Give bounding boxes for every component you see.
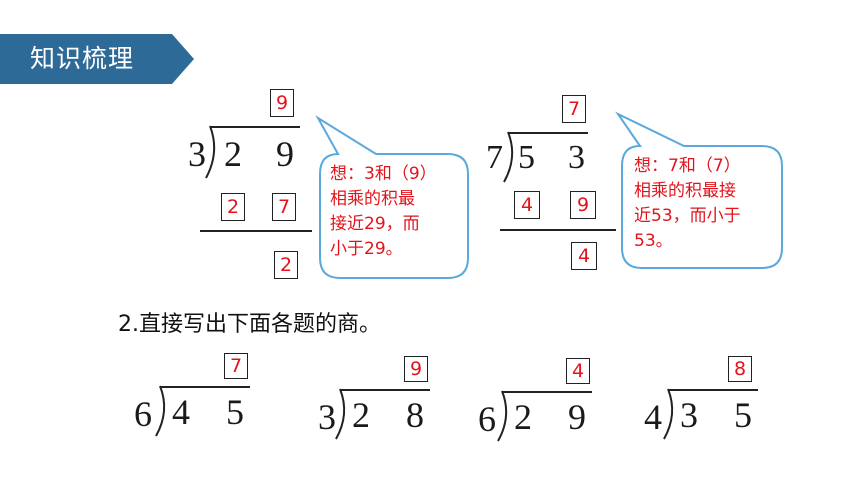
bubble-1-text: 想：3和（9） 相乘的积最 接近29，而 小于29。 — [330, 162, 437, 262]
division-bar — [508, 132, 588, 134]
dividend-tens: 2 — [352, 395, 370, 435]
bubble-2-line: 想：7和（7） — [634, 156, 741, 176]
subtraction-line — [200, 230, 312, 232]
subtraction-line — [500, 229, 616, 231]
dividend-tens: 5 — [518, 139, 535, 176]
product-ones-box: 9 — [570, 191, 596, 219]
divisor: 3 — [318, 397, 336, 437]
bubble-2-line: 53。 — [634, 231, 673, 251]
header-banner-shape — [0, 34, 194, 84]
dividend-tens: 2 — [514, 397, 532, 437]
division-bar — [502, 391, 592, 393]
dividend-ones: 8 — [406, 395, 424, 435]
product-tens-box: 4 — [514, 191, 540, 219]
dividend-tens: 3 — [680, 395, 698, 435]
product-tens-box: 2 — [221, 193, 245, 221]
dividend-ones: 9 — [276, 134, 294, 174]
bubble-1-line: 小于29。 — [330, 239, 403, 259]
division-bracket — [205, 125, 216, 179]
quotient-box: 7 — [562, 95, 586, 123]
division-bar — [160, 386, 250, 388]
remainder-box: 4 — [571, 242, 597, 270]
division-bar — [668, 389, 758, 391]
dividend-tens: 2 — [224, 134, 242, 174]
division-bracket — [335, 388, 346, 440]
remainder-box: 2 — [274, 251, 298, 279]
bubble-2-line: 近53，而小于 — [634, 206, 741, 226]
division-bracket — [497, 390, 508, 442]
divisor: 7 — [486, 139, 503, 176]
bubble-1-line: 想：3和（9） — [330, 164, 437, 184]
divisor: 6 — [478, 399, 496, 439]
division-bracket — [663, 388, 674, 440]
quotient-box: 9 — [404, 356, 428, 382]
quotient-box: 9 — [270, 89, 294, 117]
question-2-label: 2.直接写出下面各题的商。 — [118, 312, 381, 337]
dividend-tens: 4 — [172, 392, 190, 432]
section-header: 知识梳理 — [0, 34, 194, 84]
dividend-ones: 5 — [734, 395, 752, 435]
divisor: 6 — [134, 394, 152, 434]
dividend-ones: 5 — [226, 392, 244, 432]
bubble-1-line: 接近29，而 — [330, 214, 420, 234]
dividend-ones: 3 — [568, 139, 585, 176]
divisor: 4 — [644, 397, 662, 437]
bubble-2-line: 相乘的积最接 — [634, 181, 736, 201]
divisor: 3 — [188, 134, 206, 174]
bubble-2-text: 想：7和（7） 相乘的积最接 近53，而小于 53。 — [634, 154, 741, 254]
product-ones-box: 7 — [272, 193, 296, 221]
section-title: 知识梳理 — [30, 44, 135, 73]
quotient-box: 8 — [728, 356, 752, 382]
division-bracket — [503, 131, 514, 183]
dividend-ones: 9 — [568, 397, 586, 437]
division-bar — [340, 389, 430, 391]
division-bar — [210, 126, 300, 128]
bubble-1-line: 相乘的积最 — [330, 189, 415, 209]
quotient-box: 4 — [566, 358, 590, 384]
division-bracket — [155, 385, 166, 437]
quotient-box: 7 — [224, 353, 248, 379]
